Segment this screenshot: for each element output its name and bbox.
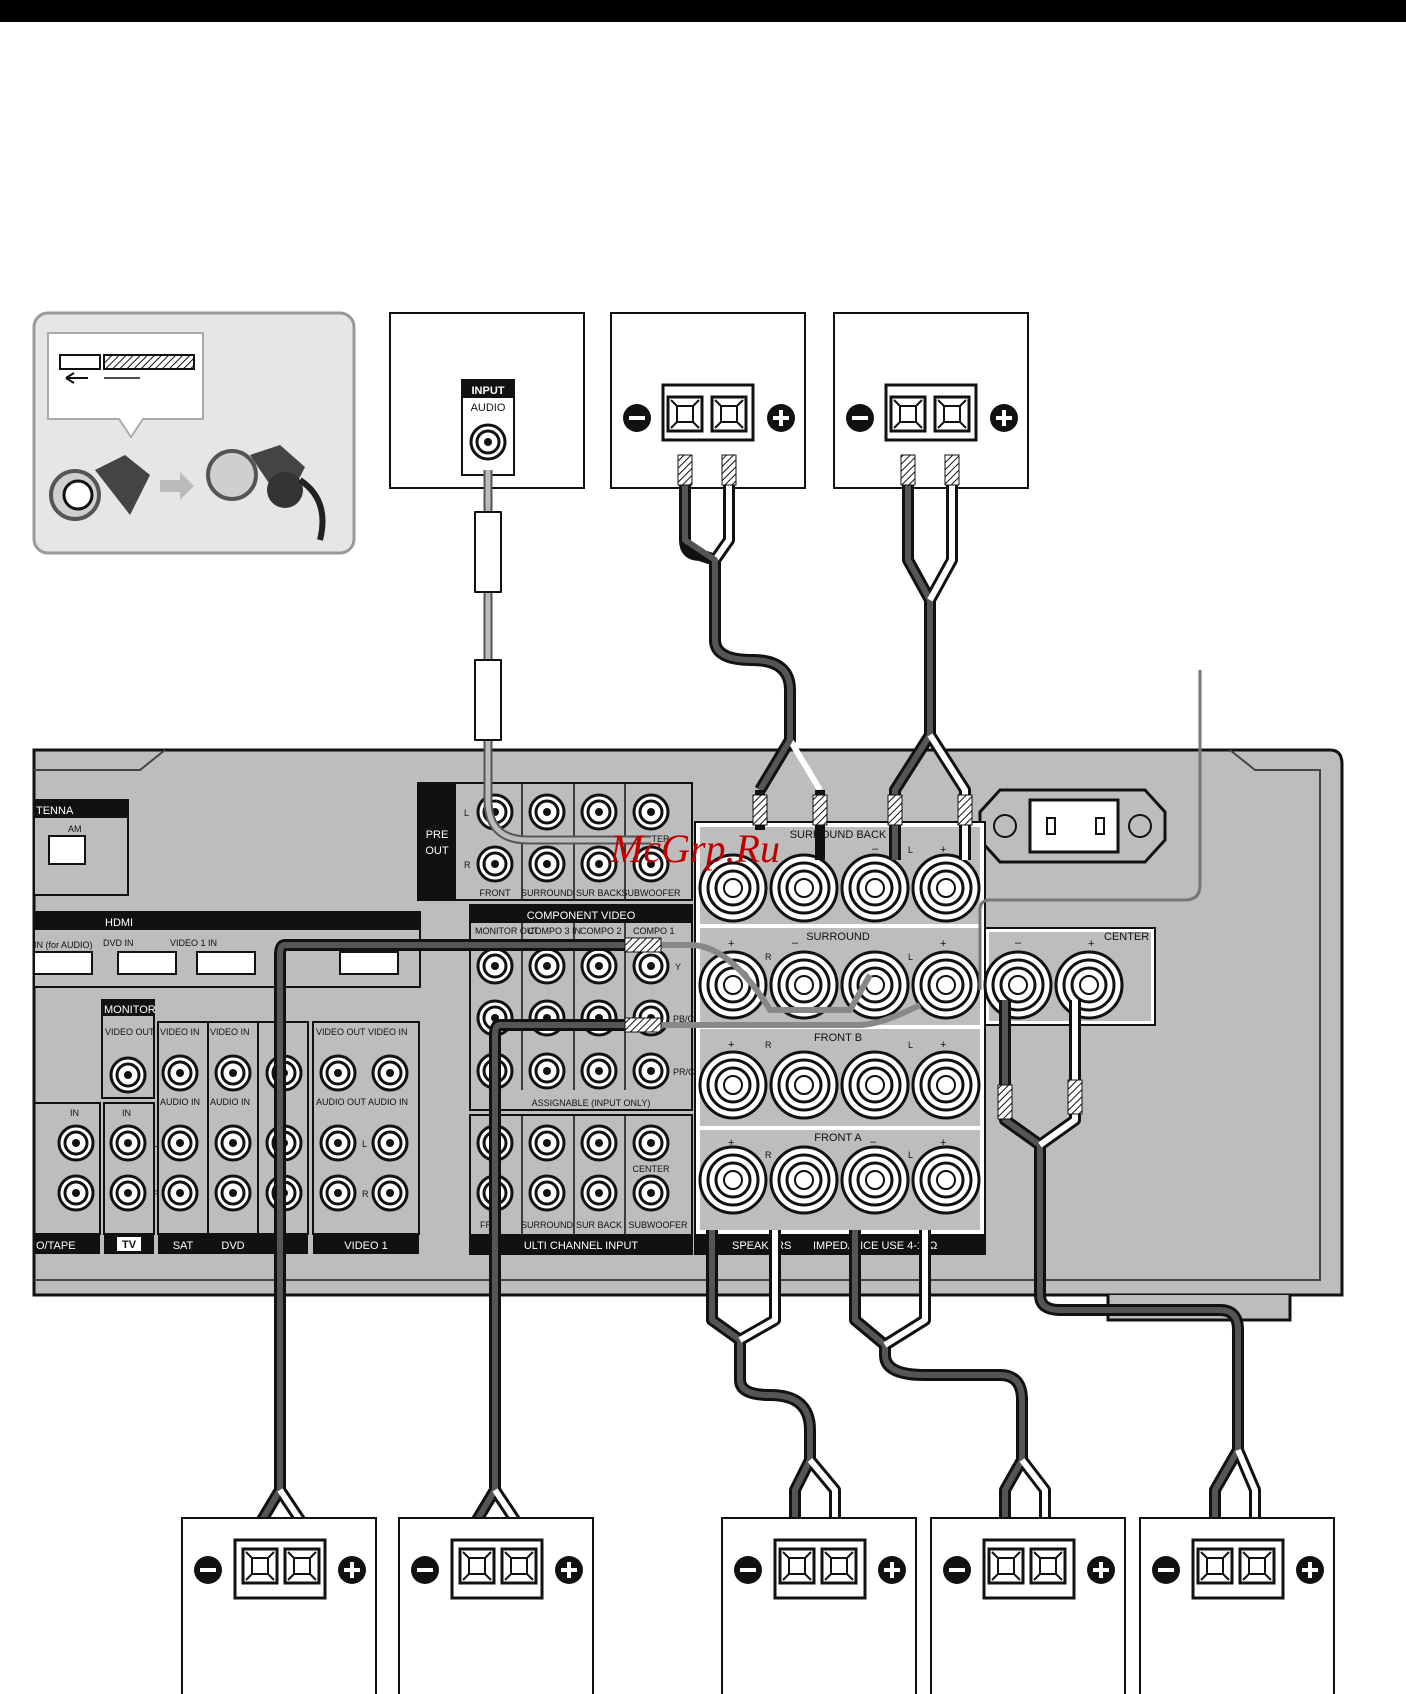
pre-out-center-label: CENTER [632, 834, 670, 844]
speaker-box-bottom-3 [721, 1517, 917, 1694]
hdmi-port-label-3: VIDEO 1 IN [170, 938, 217, 948]
dvd-audio-in-label: AUDIO IN [210, 1097, 250, 1107]
fb-plus-2: + [940, 1039, 946, 1051]
sur-l: L [908, 952, 913, 962]
surround-back-label: SURROUND BACK [790, 829, 887, 841]
sb-plus: + [940, 844, 946, 856]
dvd-video-in-label: VIDEO IN [210, 1027, 250, 1037]
speaker-box-top-2 [833, 312, 1029, 489]
pre-out-front-label: FRONT [480, 888, 511, 898]
center-minus: – [1015, 937, 1022, 949]
speaker-box-bottom-1 [181, 1517, 377, 1694]
fa-plus: + [728, 1137, 734, 1149]
source-label-tape: O/TAPE [36, 1240, 76, 1252]
audio-label: AUDIO [471, 402, 506, 414]
pre-out-label-1: PRE [426, 829, 449, 841]
sb-l: L [908, 845, 913, 855]
multi-col-surback: SUR BACK [576, 1220, 622, 1230]
source-label-tv: TV [122, 1239, 137, 1251]
pre-out-surback-label: SUR BACK [576, 888, 622, 898]
tape-in-label: IN [70, 1108, 79, 1118]
component-row-y: Y [675, 962, 681, 972]
sur-plus: + [728, 938, 734, 950]
hdmi-label: HDMI [105, 917, 133, 929]
multi-col-surround: SURROUND [521, 1220, 574, 1230]
sur-minus: – [792, 937, 799, 949]
subwoofer-input-box: INPUT AUDIO [389, 312, 585, 489]
component-video-label: COMPONENT VIDEO [527, 910, 636, 922]
multi-col-front: FR [480, 1220, 492, 1230]
fb-r: R [765, 1040, 772, 1050]
l-mark-2: L [362, 1139, 367, 1149]
pre-out-subwoofer-label: SUBWOOFER [621, 888, 681, 898]
speakers-label: SPEAKERS [732, 1240, 791, 1252]
speaker-box-top-1 [610, 312, 806, 489]
watermark: McGrp.Ru [609, 826, 780, 871]
impedance-label: IMPEDANCE USE 4-16Ω [813, 1240, 937, 1252]
component-col-compo2: COMPO 2 [580, 926, 622, 936]
multi-col-subwoofer: SUBWOOFER [628, 1220, 688, 1230]
component-col-compo1: COMPO 1 [633, 926, 675, 936]
l-mark-1: L [153, 1139, 158, 1149]
sat-audio-in-label: AUDIO IN [160, 1097, 200, 1107]
hdmi-port-label-2: DVD IN [103, 938, 134, 948]
am-label: AM [68, 824, 82, 834]
video1-video-out-label: VIDEO OUT [316, 1027, 366, 1037]
assignable-label: ASSIGNABLE (INPUT ONLY) [532, 1098, 651, 1108]
sb-minus: – [872, 843, 879, 855]
pre-out-r-mark: R [464, 860, 471, 870]
antenna-label: TENNA [36, 805, 74, 817]
speaker-box-bottom-4 [930, 1517, 1126, 1694]
center-speaker-label: CENTER [1104, 931, 1149, 943]
hdmi-port-label-1: IN (for AUDIO) [34, 940, 93, 950]
monitor-video-out-label: VIDEO OUT [105, 1027, 155, 1037]
fa-minus: – [870, 1136, 877, 1148]
fa-l: L [908, 1150, 913, 1160]
input-label: INPUT [472, 385, 505, 397]
speaker-box-bottom-5 [1139, 1517, 1335, 1694]
pre-out-surround-label: SURROUND [521, 888, 574, 898]
r-mark-1: R [153, 1189, 160, 1199]
component-col-monitor: MONITOR OUT [475, 926, 539, 936]
fa-r: R [765, 1150, 772, 1160]
multi-channel-label: ULTI CHANNEL INPUT [524, 1240, 639, 1252]
front-b-label: FRONT B [814, 1032, 862, 1044]
component-row-pr: PR/CR [673, 1067, 702, 1077]
sat-video-in-label: VIDEO IN [160, 1027, 200, 1037]
pre-out-label-2: OUT [425, 845, 449, 857]
source-label-dvd: DVD [221, 1240, 244, 1252]
video1-audio-out-label: AUDIO OUT [316, 1097, 367, 1107]
fa-plus-2: + [940, 1137, 946, 1149]
tv-in-label: IN [122, 1108, 131, 1118]
source-label-sat: SAT [173, 1240, 194, 1252]
wire-strip-inset [32, 311, 356, 555]
multi-center-label: CENTER [632, 1164, 670, 1174]
r-mark-2: R [362, 1189, 369, 1199]
front-a-label: FRONT A [814, 1132, 862, 1144]
header-bar [0, 0, 1406, 22]
sur-plus-2: + [940, 938, 946, 950]
source-label-video1: VIDEO 1 [344, 1240, 387, 1252]
fb-plus: + [728, 1039, 734, 1051]
speaker-box-bottom-2 [398, 1517, 594, 1694]
component-col-compo3: COMPO 3 IN [528, 926, 581, 936]
monitor-label: MONITOR [104, 1004, 156, 1016]
video1-video-in-label: VIDEO IN [368, 1027, 408, 1037]
sur-r: R [765, 952, 772, 962]
cables [254, 454, 1263, 1611]
center-plus: + [1088, 938, 1094, 950]
fb-l: L [908, 1040, 913, 1050]
surround-label: SURROUND [806, 931, 870, 943]
component-row-pb: PB/CB [673, 1014, 700, 1024]
video1-audio-in-label: AUDIO IN [368, 1097, 408, 1107]
pre-out-l-mark: L [464, 808, 469, 818]
